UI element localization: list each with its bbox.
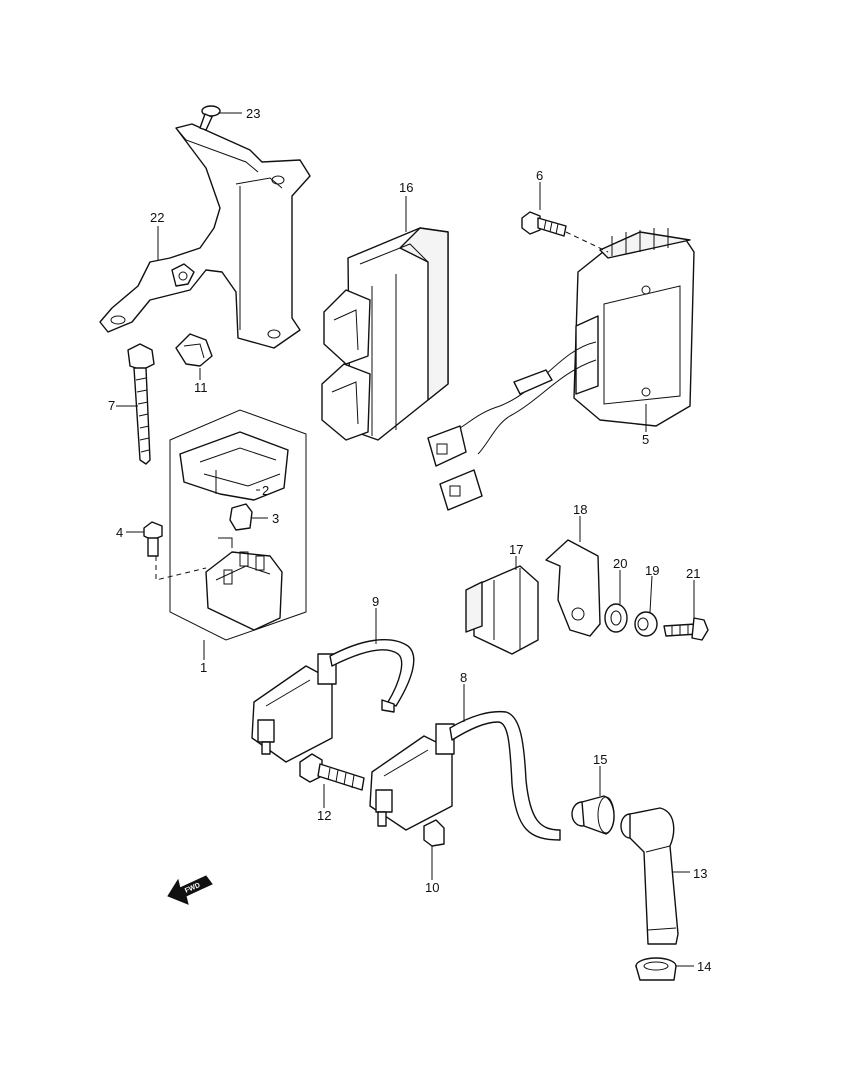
callout-7: 7 xyxy=(108,398,115,413)
ignition-coil-part-9 xyxy=(251,639,415,763)
callout-10: 10 xyxy=(425,880,439,895)
bracket-part-18 xyxy=(545,539,601,637)
bushing-part-19 xyxy=(634,611,658,637)
callout-3: 3 xyxy=(272,511,279,526)
bolt-part-6 xyxy=(521,211,567,237)
cap-ring-part-14 xyxy=(635,957,677,981)
fuse-part-3 xyxy=(229,503,253,531)
forward-arrow-icon: FWD xyxy=(167,875,213,905)
callout-20: 20 xyxy=(613,556,627,571)
callout-12: 12 xyxy=(317,808,331,823)
callout-14: 14 xyxy=(697,959,711,974)
relay-cover-part-2 xyxy=(179,431,289,501)
callout-19: 19 xyxy=(645,563,659,578)
callout-16: 16 xyxy=(399,180,413,195)
screw-part-4 xyxy=(143,521,163,557)
callout-18: 18 xyxy=(573,502,587,517)
connector-block-part-17 xyxy=(465,565,539,655)
relay-body xyxy=(205,537,283,631)
cable-tie-part-7 xyxy=(127,343,155,465)
callout-21: 21 xyxy=(686,566,700,581)
callout-17: 17 xyxy=(509,542,523,557)
ignition-coil-part-8 xyxy=(369,710,561,841)
bolt-part-21 xyxy=(663,617,709,641)
sleeve-part-10 xyxy=(423,819,445,847)
callout-23: 23 xyxy=(246,106,260,121)
callout-5: 5 xyxy=(642,432,649,447)
callout-13: 13 xyxy=(693,866,707,881)
bolt-part-12 xyxy=(299,753,365,791)
bracket-part-22 xyxy=(99,123,311,349)
callout-labels: 23 22 16 6 5 11 7 2 3 4 1 9 8 12 10 15 1… xyxy=(108,106,711,974)
relay-assembly-part-1 xyxy=(169,409,307,641)
clamp-part-11 xyxy=(175,333,213,367)
callout-1: 1 xyxy=(200,660,207,675)
callout-2: 2 xyxy=(262,483,269,498)
callout-8: 8 xyxy=(460,670,467,685)
callout-15: 15 xyxy=(593,752,607,767)
callout-9: 9 xyxy=(372,594,379,609)
regulator-part-5 xyxy=(427,228,695,511)
plug-cap-part-13 xyxy=(620,807,679,945)
grommet-part-15 xyxy=(571,795,615,835)
callout-22: 22 xyxy=(150,210,164,225)
screw-part-23 xyxy=(199,105,221,131)
callout-11: 11 xyxy=(194,380,208,395)
callout-4: 4 xyxy=(116,525,123,540)
washer-part-20 xyxy=(604,603,628,633)
callout-6: 6 xyxy=(536,168,543,183)
leader-lines xyxy=(116,112,695,967)
ecu-part-16 xyxy=(321,227,449,441)
